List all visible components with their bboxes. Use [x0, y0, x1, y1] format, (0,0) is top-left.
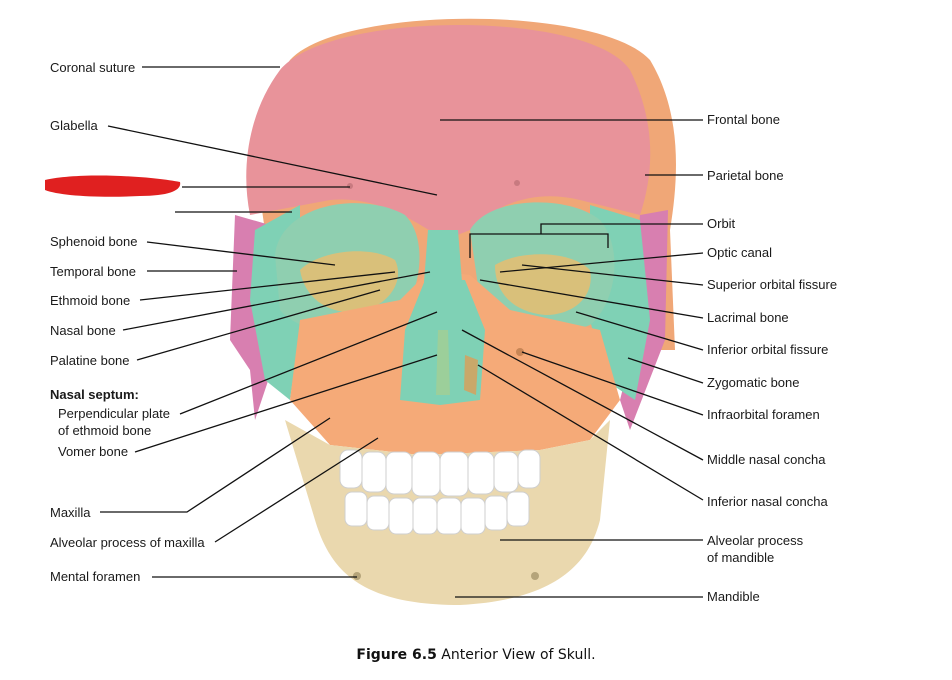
label-inferior-orbital-fissure: Inferior orbital fissure: [707, 342, 829, 357]
label-coronal-suture: Coronal suture: [50, 60, 136, 75]
label-perpendicular-plate-line2: of ethmoid bone: [58, 423, 152, 438]
mental-foramen-mark: [353, 572, 361, 580]
mental-foramen-mark-right: [531, 572, 539, 580]
label-mental-foramen: Mental foramen: [50, 569, 141, 584]
label-temporal-bone: Temporal bone: [50, 264, 136, 279]
nasal-septum-shape: [436, 330, 450, 395]
figure-caption: Figure 6.5 Anterior View of Skull.: [0, 647, 952, 663]
supraorbital-mark-left: [347, 183, 353, 189]
infraorbital-foramen-mark: [516, 348, 524, 356]
label-mandible: Mandible: [707, 589, 760, 604]
label-nasal-septum: Nasal septum:: [50, 387, 139, 402]
label-superior-orbital-fissure: Superior orbital fissure: [707, 277, 838, 292]
label-alveolar-process-mandible-line2: of mandible: [707, 550, 775, 565]
label-perpendicular-plate-line1: Perpendicular plate: [58, 406, 171, 421]
label-sphenoid-bone: Sphenoid bone: [50, 234, 138, 249]
label-orbit: Orbit: [707, 216, 736, 231]
leader-lines-left: [100, 66, 438, 578]
leader-lines-right: [440, 119, 704, 598]
label-frontal-bone: Frontal bone: [707, 112, 780, 127]
label-vomer-bone: Vomer bone: [58, 444, 129, 459]
label-palatine-bone: Palatine bone: [50, 353, 130, 368]
orbit-left-floor: [300, 251, 399, 313]
label-zygomatic-bone: Zygomatic bone: [707, 375, 800, 390]
upper-teeth: [339, 449, 541, 497]
label-glabella: Glabella: [50, 118, 98, 133]
label-inferior-nasal-concha: Inferior nasal concha: [707, 494, 828, 509]
label-middle-nasal-concha: Middle nasal concha: [707, 452, 826, 467]
label-alveolar-process-maxilla: Alveolar process of maxilla: [50, 535, 205, 550]
lower-teeth: [344, 491, 530, 535]
supraorbital-mark-right: [514, 180, 520, 186]
label-nasal-bone: Nasal bone: [50, 323, 116, 338]
nasal-bone-shape: [424, 230, 462, 282]
label-optic-canal: Optic canal: [707, 245, 773, 260]
label-ethmoid-bone: Ethmoid bone: [50, 293, 131, 308]
label-parietal-bone: Parietal bone: [707, 168, 784, 183]
inferior-concha-shape: [464, 355, 478, 395]
label-maxilla: Maxilla: [50, 505, 91, 520]
caption-text: Anterior View of Skull.: [436, 647, 596, 663]
redaction-mark: [45, 175, 181, 197]
caption-figure-number: Figure 6.5: [356, 647, 437, 663]
label-alveolar-process-mandible-line1: Alveolar process: [707, 533, 804, 548]
label-infraorbital-foramen: Infraorbital foramen: [707, 407, 820, 422]
label-lacrimal-bone: Lacrimal bone: [707, 310, 789, 325]
